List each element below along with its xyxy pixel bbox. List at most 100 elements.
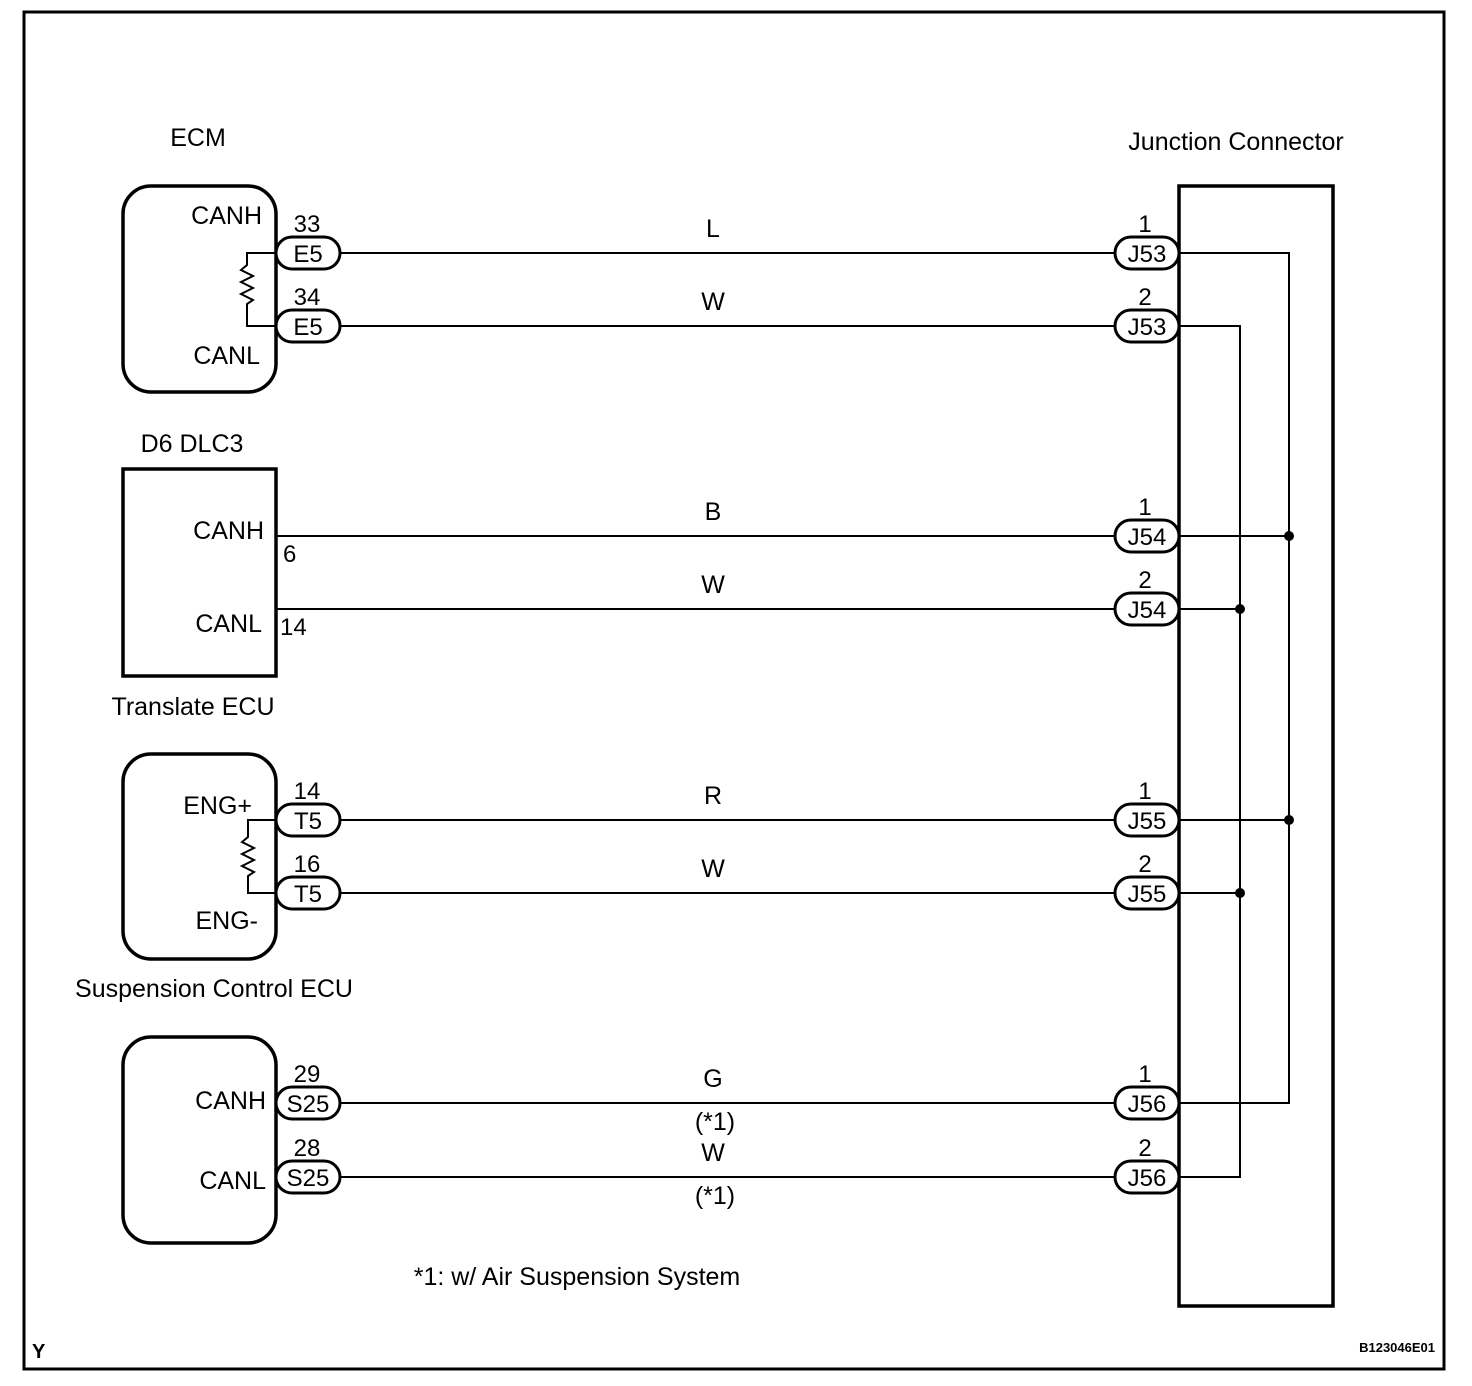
wire-color-label: W: [701, 571, 725, 599]
connector-code: J53: [1128, 314, 1167, 341]
wires-layer: LE533J531WE534J532BJ541WJ542RT514J551WT5…: [274, 211, 1181, 1210]
pin-number: 6: [283, 541, 296, 568]
component-translate-ecu: Translate ECU ENG+ ENG-: [111, 693, 278, 961]
junction-connector-pin: J55: [1113, 875, 1181, 911]
wire-color-label: R: [704, 782, 722, 810]
junction-bus-high: [1179, 252, 1294, 1104]
connector-code: J55: [1128, 881, 1167, 908]
junction-connector-title: Junction Connector: [1128, 128, 1343, 156]
junction-connector-pin: J54: [1113, 518, 1181, 554]
wire-color-label: G: [703, 1065, 722, 1093]
component-connector: S25: [274, 1085, 342, 1121]
connector-code: J54: [1128, 597, 1167, 624]
junction-connector-pin: J54: [1113, 591, 1181, 627]
figure-code: B123046E01: [1359, 1340, 1435, 1355]
junction-pin-number: 1: [1138, 1061, 1151, 1088]
component-connector: T5: [274, 875, 342, 911]
pin-number: 29: [294, 1061, 321, 1088]
wire-note: (*1): [695, 1182, 735, 1210]
connector-pill: [1113, 1085, 1181, 1121]
junction-pin-number: 2: [1138, 567, 1151, 594]
pin-number: 33: [294, 211, 321, 238]
connector-code: J54: [1128, 524, 1167, 551]
signal-label: CANH: [191, 202, 262, 230]
signal-label: ENG-: [196, 907, 259, 935]
junction-pin-number: 2: [1138, 851, 1151, 878]
wire-4: W J54 2: [276, 567, 1181, 627]
wire-color-label: W: [701, 855, 725, 883]
connector-pill: [274, 802, 342, 838]
footnote: *1: w/ Air Suspension System: [414, 1263, 741, 1291]
connector-pill: [1113, 1159, 1181, 1195]
connector-pill: [1113, 591, 1181, 627]
component-suspension-ecu: Suspension Control ECU CANH CANL: [75, 975, 353, 1245]
junction-connector-box: [1177, 184, 1335, 1308]
connector-pill: [274, 1159, 342, 1195]
junction-connector-pin: J56: [1113, 1159, 1181, 1195]
wire-color-label: B: [705, 498, 722, 526]
connector-pill: [274, 235, 342, 271]
signal-label: CANH: [195, 1087, 266, 1115]
connector-code: J55: [1128, 808, 1167, 835]
corner-mark: Y: [32, 1341, 46, 1363]
junction-pin-number: 1: [1138, 778, 1151, 805]
wire-3: B J54 1: [276, 494, 1181, 554]
pin-number: 14: [294, 778, 321, 805]
diagram-frame: [22, 10, 1446, 1371]
signal-label: CANL: [193, 342, 260, 370]
pin-number: 16: [294, 851, 321, 878]
connector-code: J56: [1128, 1091, 1167, 1118]
signal-label: CANL: [199, 1167, 266, 1195]
component-ecm: ECM CANH CANL: [121, 124, 278, 394]
connector-code: E5: [293, 314, 322, 341]
connector-code: S25: [287, 1091, 330, 1118]
component-connector: E5: [274, 308, 342, 344]
wire-note: (*1): [695, 1108, 735, 1136]
signal-label: ENG+: [183, 792, 252, 820]
connector-code: T5: [294, 808, 322, 835]
signal-label: CANH: [193, 517, 264, 545]
connector-code: T5: [294, 881, 322, 908]
component-dlc3: D6 DLC3 CANH CANL 6 14: [121, 430, 307, 678]
terminator-resistor-icon: [239, 819, 276, 894]
wire-color-label: W: [701, 288, 725, 316]
component-box: [121, 467, 278, 678]
connector-pill: [1113, 518, 1181, 554]
component-box: [121, 184, 278, 394]
component-title: Translate ECU: [111, 693, 274, 721]
connector-pill: [1113, 308, 1181, 344]
component-title: Suspension Control ECU: [75, 975, 353, 1003]
terminator-resistor-icon: [238, 252, 276, 327]
junction-connector-pin: J55: [1113, 802, 1181, 838]
connector-pill: [1113, 802, 1181, 838]
junction-pin-number: 1: [1138, 211, 1151, 238]
pin-number: 28: [294, 1135, 321, 1162]
junction-connector-pin: J53: [1113, 308, 1181, 344]
junction-pin-number: 1: [1138, 494, 1151, 521]
wire-color-label: L: [706, 215, 720, 243]
connector-pill: [274, 1085, 342, 1121]
component-connector: S25: [274, 1159, 342, 1195]
junction-pin-number: 2: [1138, 284, 1151, 311]
connector-code: J56: [1128, 1165, 1167, 1192]
junction-bus-low: [1179, 325, 1245, 1178]
connector-code: J53: [1128, 241, 1167, 268]
connector-pill: [1113, 875, 1181, 911]
pin-number: 34: [294, 284, 321, 311]
splice-dot: [1235, 604, 1245, 614]
connector-pill: [274, 308, 342, 344]
splice-dot: [1284, 815, 1294, 825]
pin-number: 14: [280, 614, 307, 641]
junction-connector-pin: J53: [1113, 235, 1181, 271]
splice-dot: [1284, 531, 1294, 541]
component-box: [121, 752, 278, 961]
signal-label: CANL: [195, 610, 262, 638]
connector-pill: [1113, 235, 1181, 271]
